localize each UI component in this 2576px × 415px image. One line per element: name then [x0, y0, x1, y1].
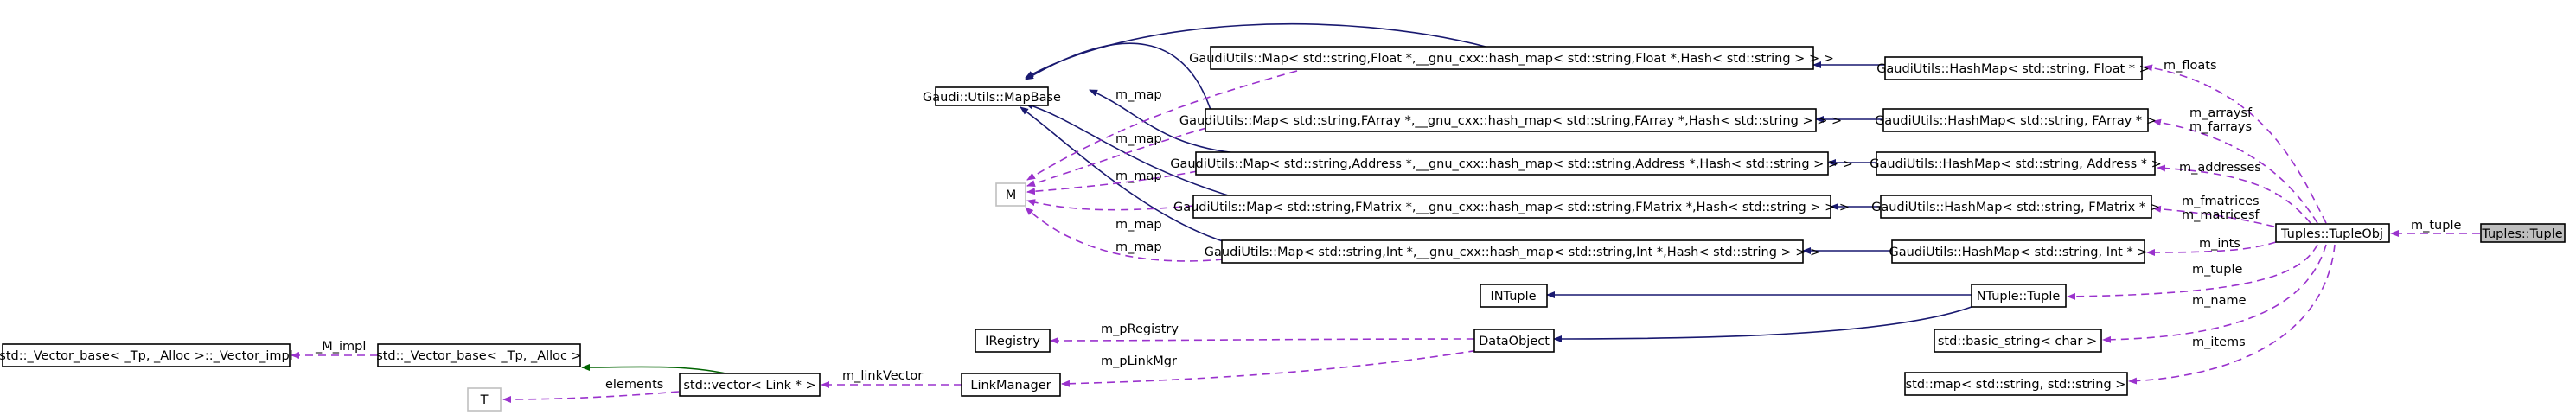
- edge-dataobject-iregistry: [1050, 336, 1475, 344]
- edge-map-farray-to-m: [1026, 127, 1207, 188]
- node-label: std::_Vector_base< _Tp, _Alloc >::_Vecto…: [0, 349, 293, 363]
- node-label: GaudiUtils::HashMap< std::string, Float …: [1876, 62, 2150, 76]
- edge-tupleobj-hashmap-address: [2157, 164, 2311, 224]
- node-label: GaudiUtils::Map< std::string,Address *,_…: [1170, 157, 1853, 171]
- node-label: std::basic_string< char >: [1938, 335, 2097, 348]
- nodes: Tuples::Tuple Tuples::TupleObj Gaudi::Ut…: [0, 46, 2566, 412]
- node-map-fmatrix[interactable]: GaudiUtils::Map< std::string,FMatrix *,_…: [1173, 195, 1850, 219]
- edge-label-m-floats: m_floats: [2164, 59, 2217, 73]
- edge-map-address-to-mapbase: [1089, 89, 1246, 155]
- edge-tupleobj-hashmap-float: [2144, 64, 2327, 224]
- node-label: T: [480, 393, 489, 407]
- edge-label-m-plinkmgr: m_pLinkMgr: [1101, 354, 1177, 368]
- node-map-float[interactable]: GaudiUtils::Map< std::string,Float *,__g…: [1189, 46, 1834, 70]
- edge-vector-t: [502, 391, 680, 403]
- edge-label-m-pregistry: m_pRegistry: [1101, 322, 1179, 336]
- node-label: GaudiUtils::HashMap< std::string, FArray…: [1875, 114, 2157, 128]
- inheritance-edges: [581, 22, 1981, 379]
- edge-label-m-map-4: m_map: [1115, 218, 1162, 232]
- node-dataobject[interactable]: DataObject: [1473, 329, 1555, 353]
- edge-label-m-impl: _M_impl: [315, 340, 366, 354]
- edge-tupleobj-basic-string: [2102, 244, 2327, 343]
- edge-label-m-name: m_name: [2192, 294, 2247, 308]
- edge-label-m-farrays: m_farrays: [2189, 120, 2252, 134]
- node-std-map[interactable]: std::map< std::string, std::string >: [1904, 372, 2128, 396]
- node-basic-string[interactable]: std::basic_string< char >: [1934, 329, 2102, 353]
- node-label: Tuples::TupleObj: [2280, 227, 2383, 241]
- edge-label-m-items: m_items: [2192, 335, 2246, 349]
- node-hashmap-farray[interactable]: GaudiUtils::HashMap< std::string, FArray…: [1875, 108, 2157, 132]
- edge-map-farray-to-mapbase: [1025, 42, 1211, 111]
- edge-map-int-to-mapbase: [1020, 106, 1229, 244]
- node-label: NTuple::Tuple: [1977, 290, 2061, 303]
- edge-ntuple-to-dataobject: [1553, 303, 1981, 342]
- node-m-template[interactable]: M: [995, 182, 1026, 207]
- node-iregistry[interactable]: IRegistry: [975, 329, 1051, 353]
- node-label: Gaudi::Utils::MapBase: [923, 91, 1061, 105]
- node-label: std::_Vector_base< _Tp, _Alloc >: [376, 349, 582, 363]
- edge-label-m-arraysf: m_arraysf: [2189, 106, 2253, 120]
- node-label: GaudiUtils::Map< std::string,FArray *,__…: [1179, 114, 1842, 128]
- node-label: IRegistry: [985, 335, 1040, 348]
- edge-label-m-ints: m_ints: [2199, 237, 2240, 251]
- node-label: GaudiUtils::HashMap< std::string, Addres…: [1870, 157, 2162, 171]
- node-label: GaudiUtils::HashMap< std::string, Int * …: [1889, 246, 2148, 259]
- edge-label-elements: elements: [605, 378, 663, 392]
- node-vector-base[interactable]: std::_Vector_base< _Tp, _Alloc >: [376, 343, 582, 367]
- edge-label-m-tuple-ntuple: m_tuple: [2192, 263, 2242, 277]
- edge-label-m-linkvector: m_linkVector: [842, 369, 923, 383]
- node-hashmap-int[interactable]: GaudiUtils::HashMap< std::string, Int * …: [1889, 239, 2148, 264]
- edge-label-m-tuple: m_tuple: [2411, 219, 2461, 233]
- node-label: Tuples::Tuple: [2481, 227, 2562, 241]
- node-label: M: [1006, 188, 1017, 202]
- node-hashmap-address[interactable]: GaudiUtils::HashMap< std::string, Addres…: [1870, 151, 2162, 176]
- node-vector-link[interactable]: std::vector< Link * >: [679, 373, 821, 397]
- node-label: GaudiUtils::Map< std::string,Float *,__g…: [1189, 52, 1834, 66]
- edge-map-float-to-mapbase: [1025, 22, 1490, 79]
- edge-label-m-addresses: m_addresses: [2179, 161, 2261, 175]
- node-tuples-tupleobj[interactable]: Tuples::TupleObj: [2275, 223, 2390, 243]
- edge-dataobject-linkmanager: [1061, 348, 1490, 387]
- node-label: GaudiUtils::HashMap< std::string, FMatri…: [1871, 201, 2160, 214]
- node-map-address[interactable]: GaudiUtils::Map< std::string,Address *,_…: [1170, 151, 1853, 176]
- edge-label-m-map-1: m_map: [1115, 88, 1162, 102]
- node-hashmap-fmatrix[interactable]: GaudiUtils::HashMap< std::string, FMatri…: [1871, 195, 2160, 219]
- edge-map-fmatrix-to-mapbase: [1025, 102, 1237, 199]
- node-label: GaudiUtils::Map< std::string,FMatrix *,_…: [1173, 201, 1850, 214]
- edge-label-m-map-5: m_map: [1115, 240, 1162, 254]
- node-linkmanager[interactable]: LinkManager: [961, 373, 1061, 397]
- edge-map-fmatrix-to-m: [1026, 199, 1194, 211]
- node-label: GaudiUtils::Map< std::string,Int *,__gnu…: [1205, 246, 1820, 259]
- node-label: INTuple: [1490, 290, 1536, 303]
- edge-tupleobj-hashmap-int: [2146, 241, 2277, 256]
- node-label: std::map< std::string, std::string >: [1906, 378, 2126, 392]
- node-t-template[interactable]: T: [467, 387, 502, 412]
- edge-tupleobj-ntuple: [2067, 244, 2318, 300]
- node-mapbase[interactable]: Gaudi::Utils::MapBase: [923, 86, 1061, 106]
- edge-map-int-to-m: [1025, 207, 1224, 262]
- edge-label-m-matricesf: m_matricesf: [2182, 208, 2260, 222]
- node-label: LinkManager: [970, 379, 1051, 393]
- node-intuple[interactable]: INTuple: [1480, 284, 1548, 308]
- node-hashmap-float[interactable]: GaudiUtils::HashMap< std::string, Float …: [1876, 56, 2150, 80]
- node-map-int[interactable]: GaudiUtils::Map< std::string,Int *,__gnu…: [1205, 239, 1820, 264]
- node-ntuple-tuple[interactable]: NTuple::Tuple: [1971, 284, 2067, 308]
- edge-labels: m_tuple m_floats m_arraysf m_farrays m_a…: [315, 59, 2461, 392]
- node-map-farray[interactable]: GaudiUtils::Map< std::string,FArray *,__…: [1179, 108, 1842, 132]
- node-tuples-tuple[interactable]: Tuples::Tuple: [2480, 223, 2566, 243]
- node-label: DataObject: [1479, 335, 1550, 348]
- node-vector-impl[interactable]: std::_Vector_base< _Tp, _Alloc >::_Vecto…: [0, 343, 293, 367]
- member-edges: [291, 64, 2480, 403]
- edge-label-m-fmatrices: m_fmatrices: [2182, 195, 2260, 208]
- edge-label-m-map-3: m_map: [1115, 169, 1162, 183]
- edge-tupleobj-hashmap-farray: [2152, 118, 2318, 224]
- edge-tupleobj-std-map: [2128, 244, 2336, 385]
- node-label: std::vector< Link * >: [683, 379, 815, 393]
- edge-map-float-to-m: [1026, 70, 1298, 181]
- edge-label-m-map-2: m_map: [1115, 132, 1162, 146]
